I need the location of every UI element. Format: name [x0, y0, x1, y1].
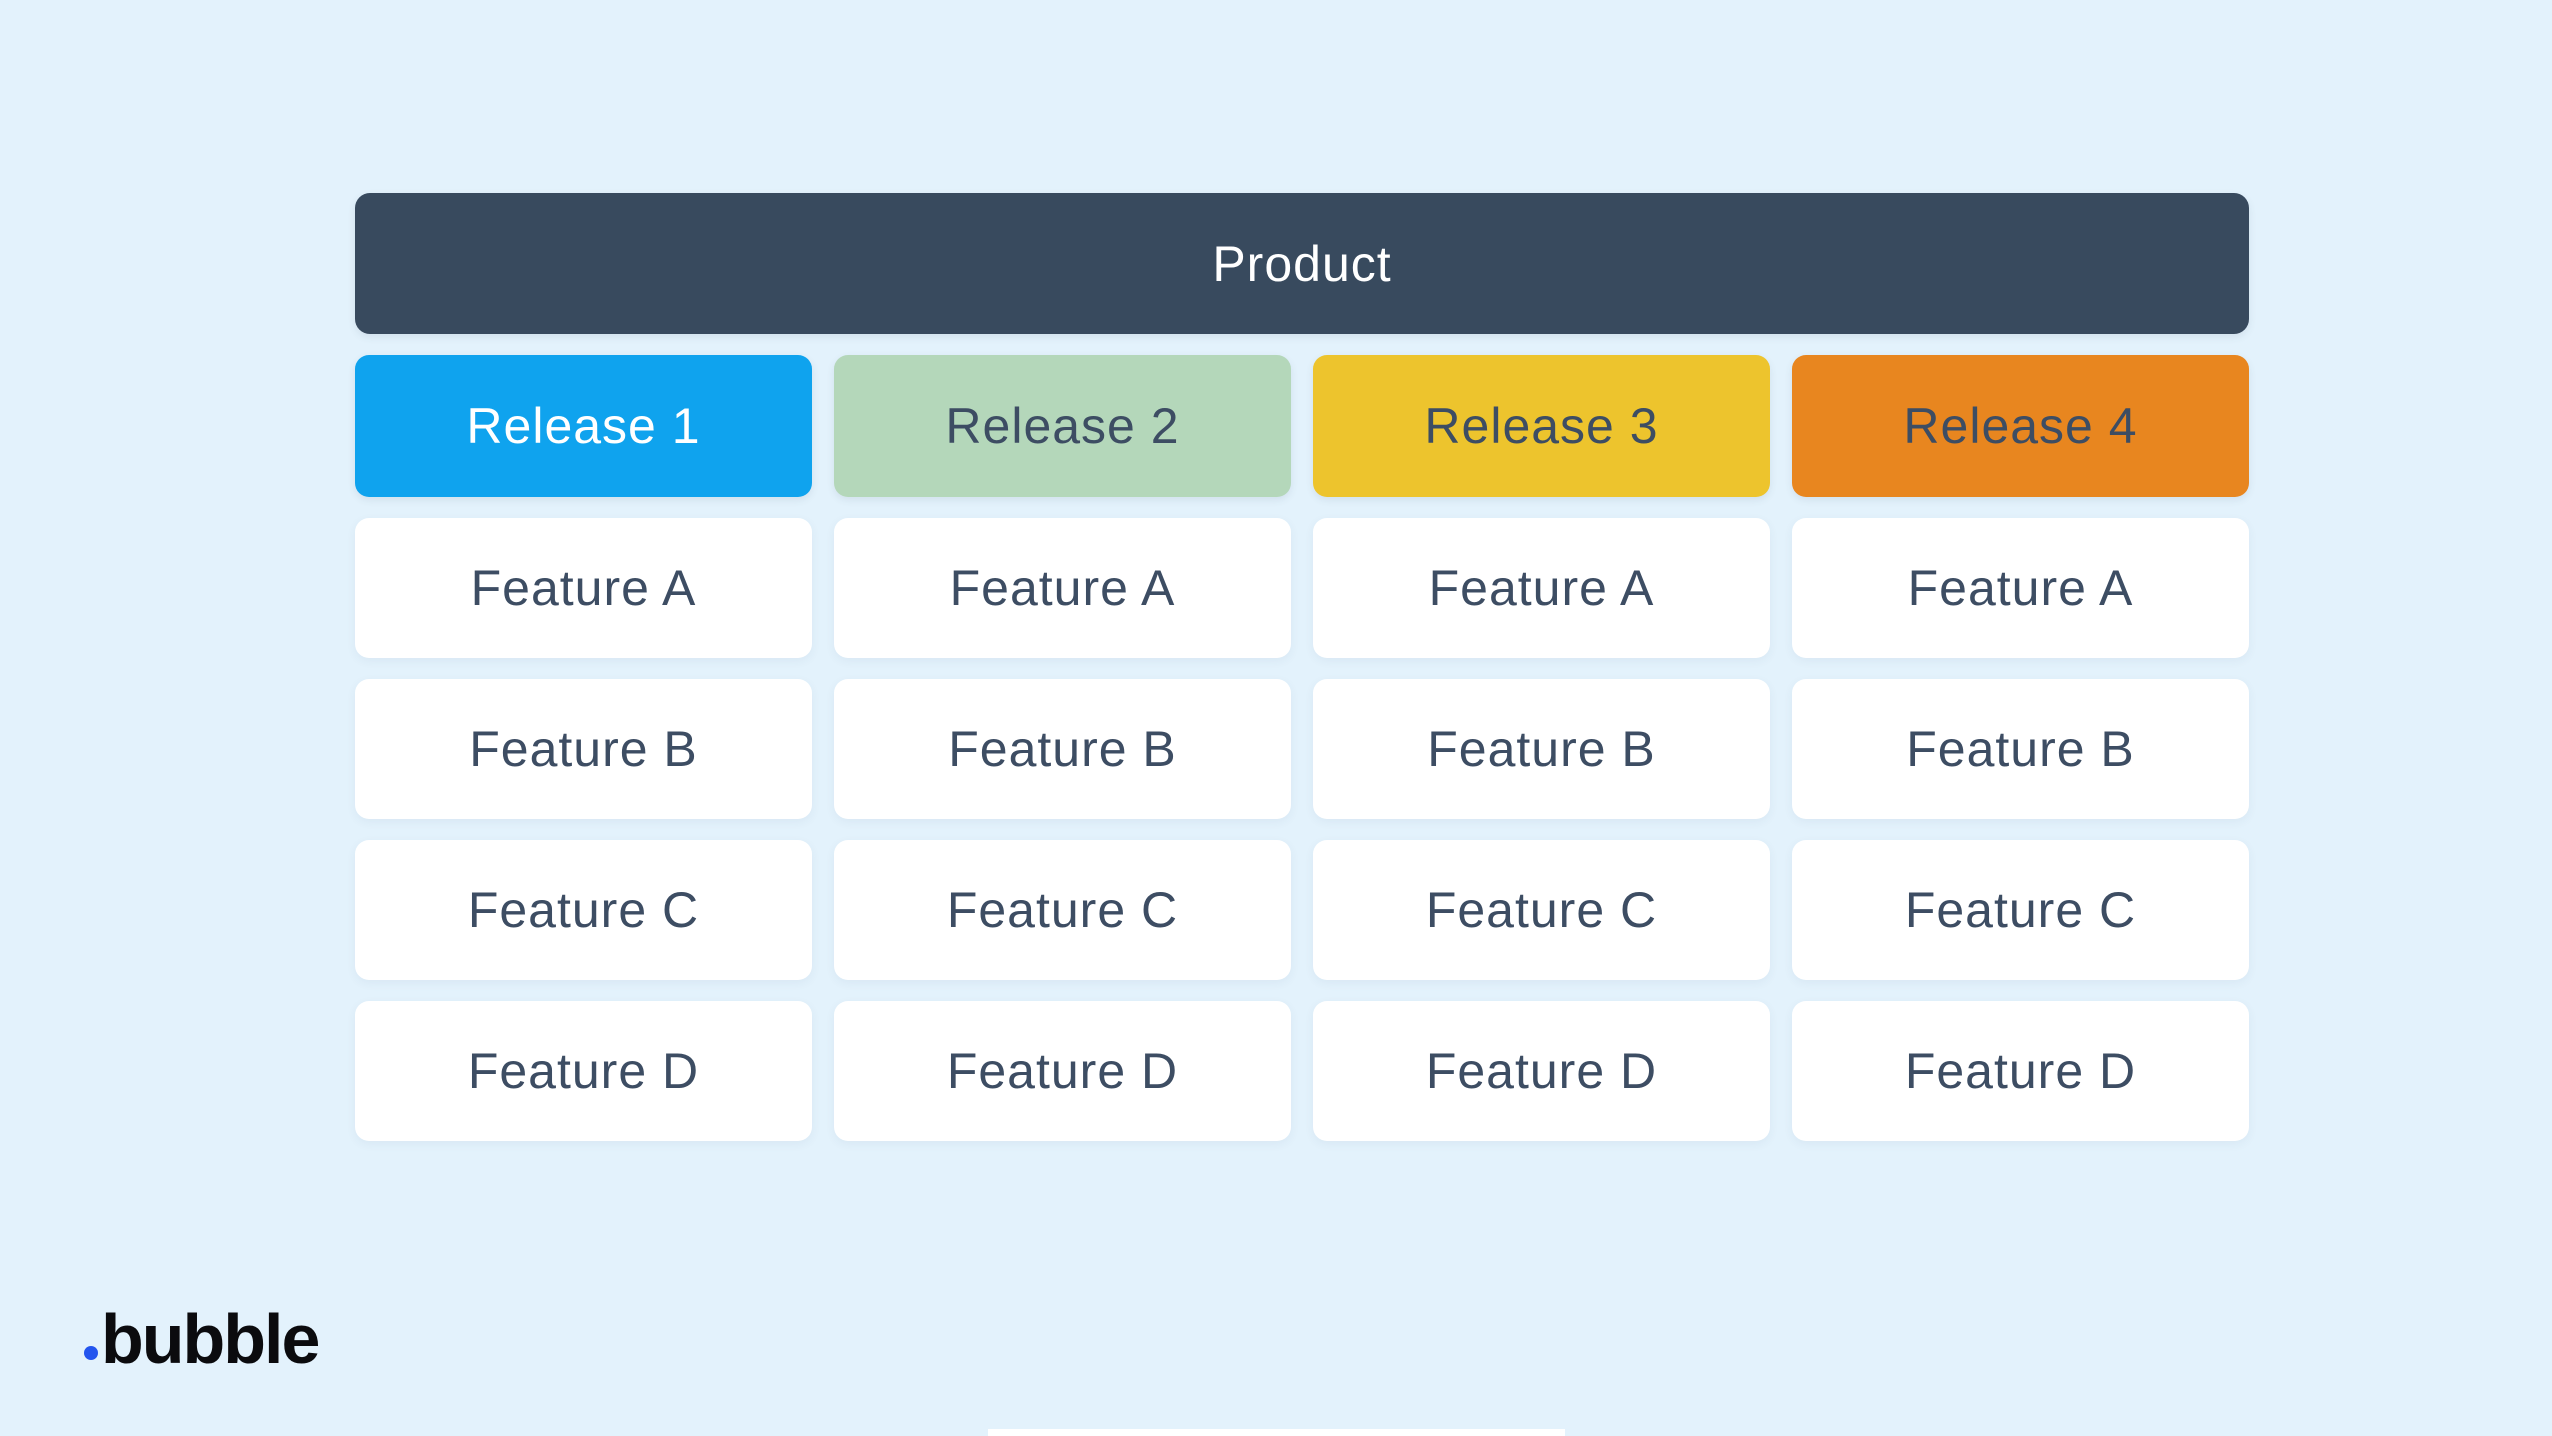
bubble-logo-dot-icon	[84, 1346, 98, 1360]
feature-c-row: Feature C Feature C Feature C Feature C	[355, 840, 2249, 980]
feature-card: Feature B	[355, 679, 812, 819]
feature-card: Feature A	[1792, 518, 2249, 658]
feature-card: Feature C	[1792, 840, 2249, 980]
feature-card: Feature D	[1313, 1001, 1770, 1141]
feature-label: Feature C	[467, 882, 700, 938]
release-1-block: Release 1	[355, 355, 812, 497]
release-row: Release 1 Release 2 Release 3 Release 4	[355, 355, 2249, 497]
feature-label: Feature A	[1428, 560, 1655, 616]
bottom-bar	[988, 1429, 1565, 1436]
feature-label: Feature A	[1907, 560, 2134, 616]
feature-label: Feature B	[469, 721, 698, 777]
feature-label: Feature D	[1425, 1043, 1658, 1099]
feature-card: Feature D	[1792, 1001, 2249, 1141]
release-4-block: Release 4	[1792, 355, 2249, 497]
feature-b-row: Feature B Feature B Feature B Feature B	[355, 679, 2249, 819]
release-1-label: Release 1	[466, 398, 701, 454]
feature-card: Feature A	[355, 518, 812, 658]
feature-label: Feature C	[1904, 882, 2137, 938]
feature-d-row: Feature D Feature D Feature D Feature D	[355, 1001, 2249, 1141]
feature-label: Feature A	[470, 560, 697, 616]
product-label: Product	[1212, 235, 1392, 292]
feature-a-row: Feature A Feature A Feature A Feature A	[355, 518, 2249, 658]
feature-label: Feature D	[946, 1043, 1179, 1099]
feature-card: Feature D	[355, 1001, 812, 1141]
feature-card: Feature B	[834, 679, 1291, 819]
release-2-label: Release 2	[945, 398, 1180, 454]
bubble-logo-text: bubble	[101, 1300, 320, 1378]
feature-card: Feature B	[1313, 679, 1770, 819]
release-4-label: Release 4	[1903, 398, 2138, 454]
bubble-logo: bubble	[84, 1300, 320, 1378]
feature-label: Feature D	[467, 1043, 700, 1099]
release-3-block: Release 3	[1313, 355, 1770, 497]
feature-card: Feature C	[355, 840, 812, 980]
feature-label: Feature B	[948, 721, 1177, 777]
feature-card: Feature A	[834, 518, 1291, 658]
feature-label: Feature B	[1906, 721, 2135, 777]
feature-label: Feature B	[1427, 721, 1656, 777]
feature-card: Feature A	[1313, 518, 1770, 658]
release-2-block: Release 2	[834, 355, 1291, 497]
feature-label: Feature C	[1425, 882, 1658, 938]
release-3-label: Release 3	[1424, 398, 1659, 454]
feature-card: Feature C	[1313, 840, 1770, 980]
feature-card: Feature C	[834, 840, 1291, 980]
feature-card: Feature B	[1792, 679, 2249, 819]
feature-label: Feature C	[946, 882, 1179, 938]
feature-label: Feature D	[1904, 1043, 2137, 1099]
feature-card: Feature D	[834, 1001, 1291, 1141]
feature-label: Feature A	[949, 560, 1176, 616]
product-header: Product	[355, 193, 2249, 334]
